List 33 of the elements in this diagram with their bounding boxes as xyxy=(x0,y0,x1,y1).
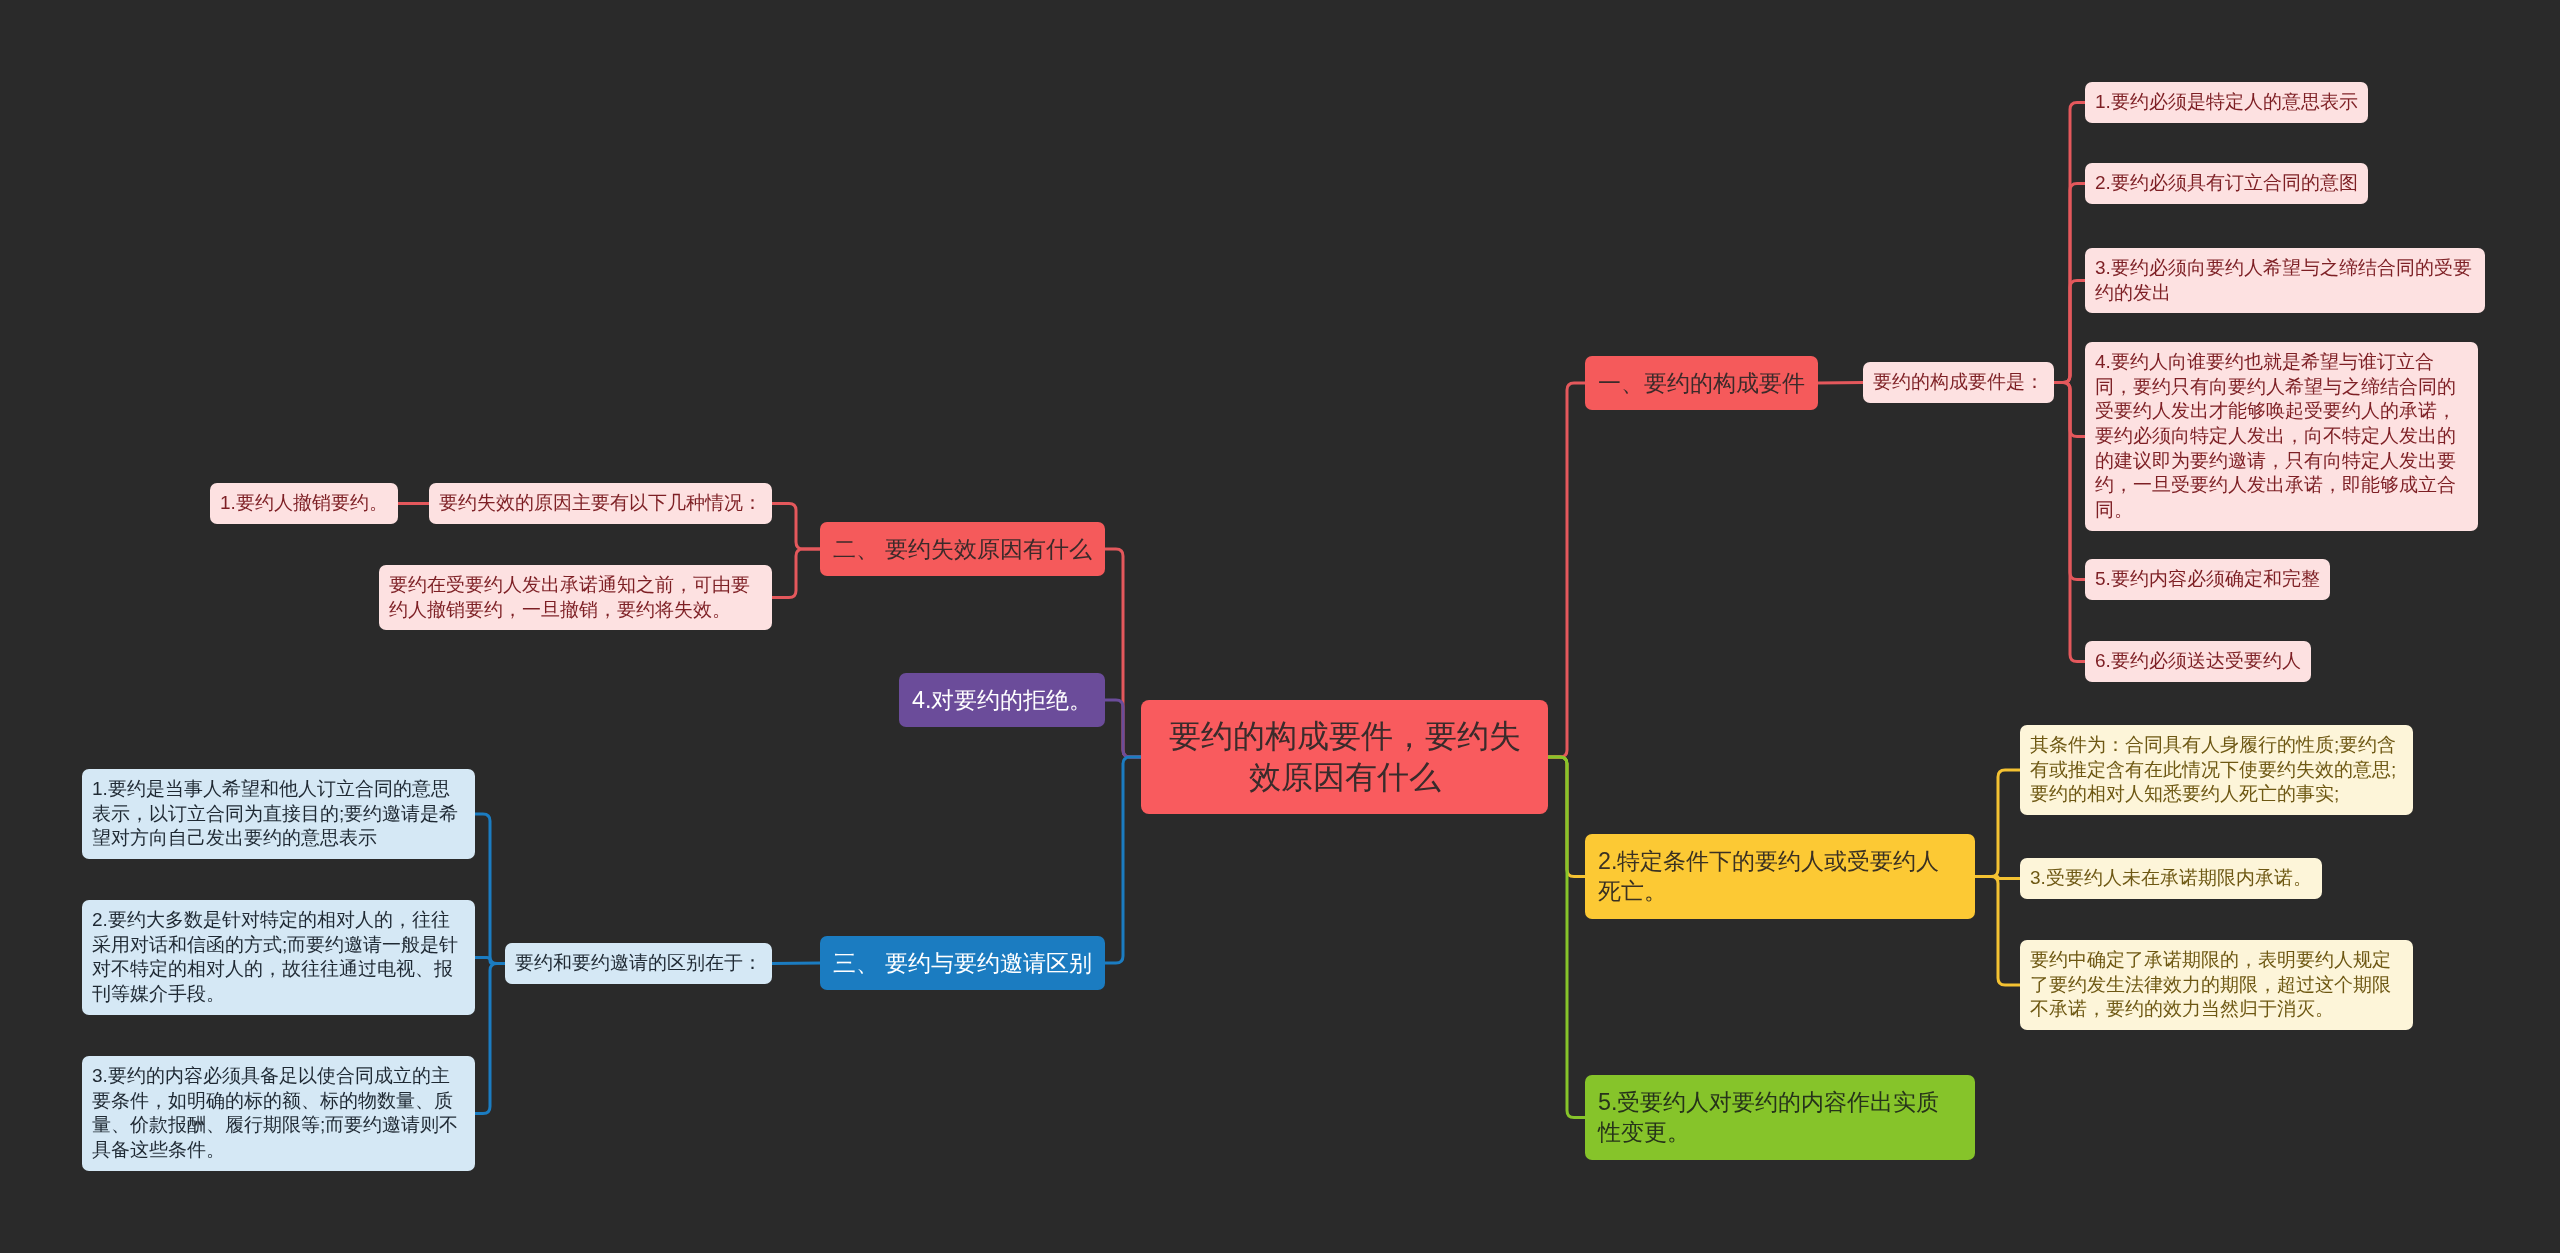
connector-line xyxy=(398,502,429,505)
main-topic: 二、 要约失效原因有什么 xyxy=(820,522,1106,577)
subtopic: 1.要约人撤销要约。 xyxy=(210,483,398,524)
connector-line xyxy=(2054,381,2085,663)
subtopic: 3.要约的内容必须具备足以使合同成立的主要条件，如明确的标的额、标的物数量、质量、价款报酬、履行期限等;而要约邀请则不具备这些条件。 xyxy=(82,1056,475,1171)
subtopic: 3.受要约人未在承诺期限内承诺。 xyxy=(2020,858,2322,899)
subtopic: 1.要约必须是特定人的意思表示 xyxy=(2085,82,2368,123)
main-topic: 一、要约的构成要件 xyxy=(1585,356,1818,411)
subtopic: 要约的构成要件是： xyxy=(1863,362,2054,403)
connector-line xyxy=(1105,755,1141,965)
main-topic: 2.特定条件下的要约人或受要约人死亡。 xyxy=(1585,834,1975,919)
connector-line xyxy=(772,961,820,965)
central-topic: 要约的构成要件，要约失效原因有什么 xyxy=(1141,700,1548,814)
subtopic: 3.要约必须向要约人希望与之缔结合同的受要约的发出 xyxy=(2085,248,2485,314)
subtopic: 6.要约必须送达受要约人 xyxy=(2085,641,2311,682)
subtopic: 4.要约人向谁要约也就是希望与谁订立合同，要约只有向要约人希望与之缔结合同的受要约人发出才能够唤起受要约人的承诺，要约必须向特定人发出，向不特定人发出的的建议即为要约邀请，只有向特定人发出要约，一旦受要约人发出承诺，即能够成立合同。 xyxy=(2085,342,2478,531)
main-topic: 三、 要约与要约邀请区别 xyxy=(820,936,1106,991)
subtopic: 1.要约是当事人希望和他人订立合同的意思表示，以订立合同为直接目的;要约邀请是希望对方向自己发出要约的意思表示 xyxy=(82,769,475,860)
subtopic: 5.要约内容必须确定和完整 xyxy=(2085,559,2330,600)
subtopic: 其条件为：合同具有人身履行的性质;要约含有或推定含有在此情况下使要约失效的意思;要约的相对人知悉要约人死亡的事实; xyxy=(2020,725,2413,816)
subtopic: 2.要约必须具有订立合同的意图 xyxy=(2085,163,2368,204)
subtopic: 要约在受要约人发出承诺通知之前，可由要约人撤销要约，一旦撤销，要约将失效。 xyxy=(379,565,772,631)
subtopic: 要约和要约邀请的区别在于： xyxy=(505,943,772,984)
connector-line xyxy=(1548,755,1585,1119)
connector-line xyxy=(1818,381,1863,385)
connector-line xyxy=(475,962,505,1115)
subtopic: 要约失效的原因主要有以下几种情况： xyxy=(429,483,772,524)
connector-line xyxy=(1975,875,2020,987)
subtopic: 2.要约大多数是针对特定的相对人的，往往采用对话和信函的方式;而要约邀请一般是针对不特定的相对人的，故往往通过电视、报刊等媒介手段。 xyxy=(82,900,475,1015)
main-topic: 4.对要约的拒绝。 xyxy=(899,673,1106,728)
connector-line xyxy=(772,547,820,599)
subtopic: 要约中确定了承诺期限的，表明要约人规定了要约发生法律效力的期限，超过这个期限不承诺，要约的效力当然归于消灭。 xyxy=(2020,940,2413,1031)
main-topic: 5.受要约人对要约的内容作出实质性变更。 xyxy=(1585,1075,1975,1160)
